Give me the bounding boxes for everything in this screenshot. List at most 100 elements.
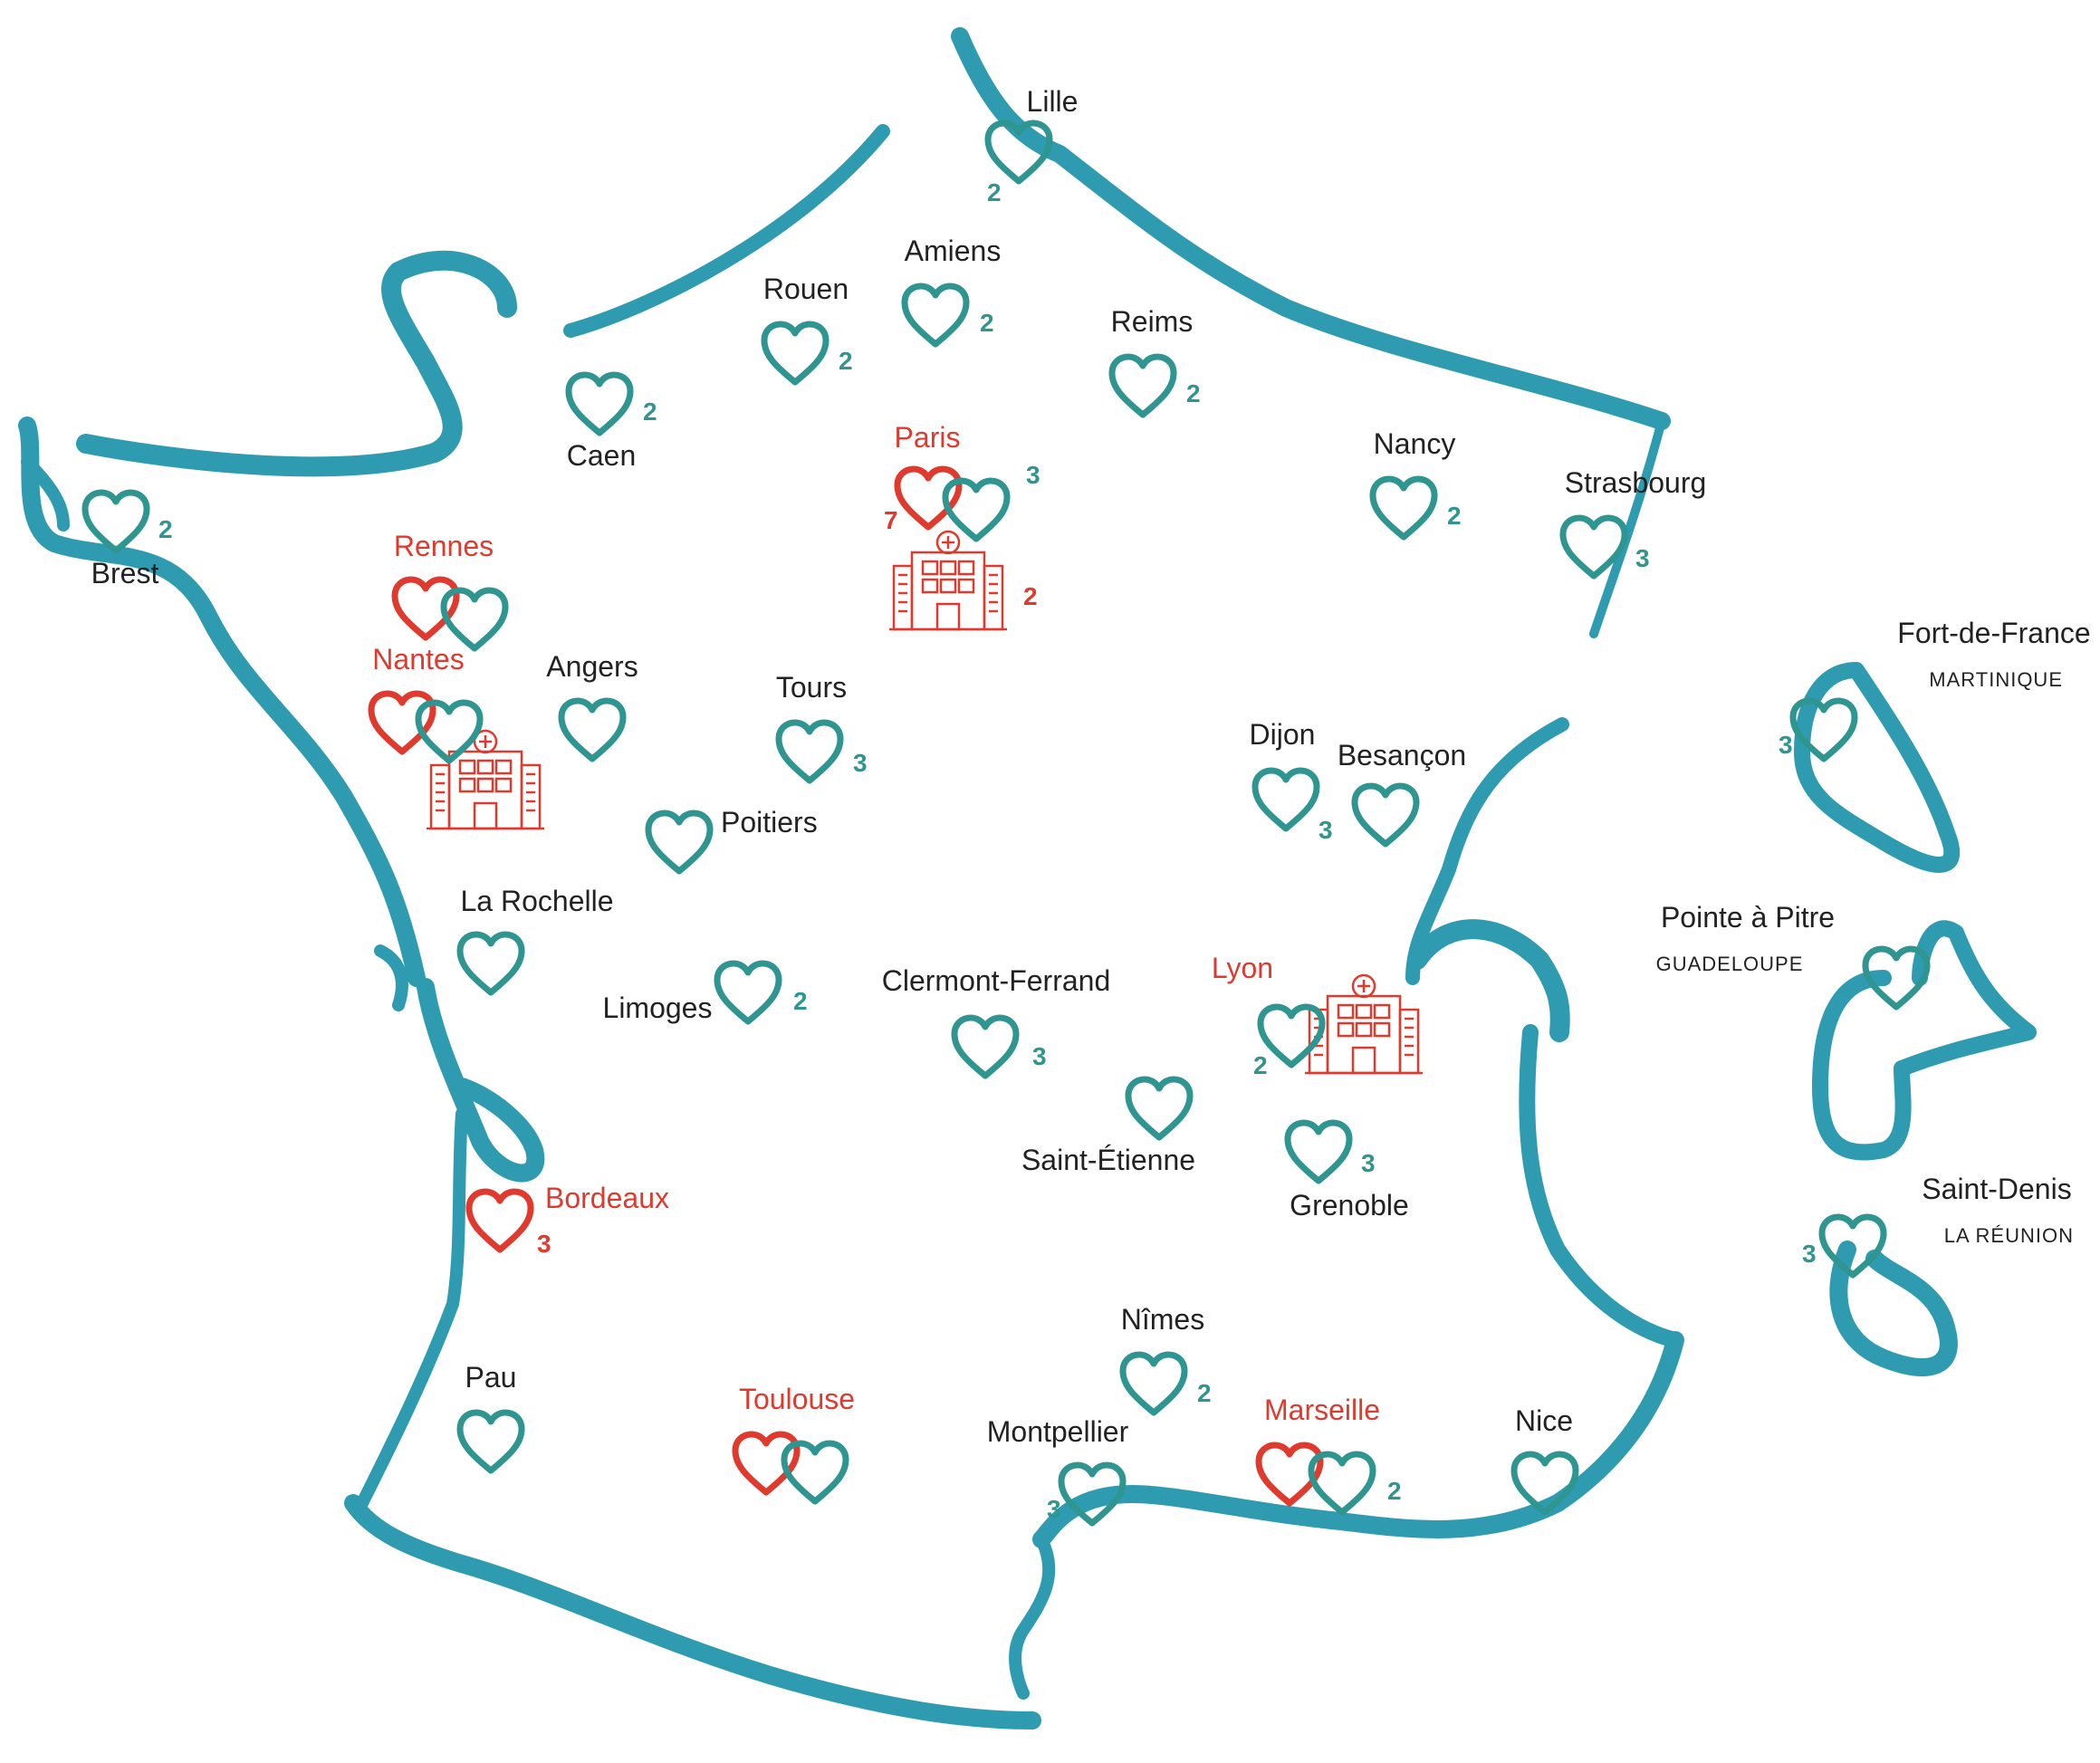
city-clermont-ferrand[interactable]: Clermont-Ferrand 3 xyxy=(882,964,1111,1076)
count-badge: 2 xyxy=(1253,1051,1268,1079)
teal-heart-icon[interactable] xyxy=(1373,479,1434,537)
region-name: LA RÉUNION xyxy=(1944,1224,2074,1247)
city-la-rochelle[interactable]: La Rochelle xyxy=(460,885,614,992)
city-strasbourg[interactable]: Strasbourg 3 xyxy=(1563,466,1706,576)
count-badge: 2 xyxy=(1197,1379,1212,1407)
city-name: Pau xyxy=(465,1361,517,1394)
teal-heart-icon[interactable] xyxy=(717,963,779,1021)
city-name: Poitiers xyxy=(721,806,818,838)
red-count-badge: 7 xyxy=(884,506,898,534)
city-name: Nantes xyxy=(372,643,464,675)
teal-heart-icon[interactable] xyxy=(561,701,623,759)
teal-heart-icon[interactable] xyxy=(764,324,826,382)
count-badge: 3 xyxy=(1047,1495,1061,1523)
teal-heart-icon[interactable] xyxy=(444,590,505,648)
city-besancon[interactable]: Besançon xyxy=(1338,739,1466,844)
city-name: Amiens xyxy=(905,235,1002,267)
count-badge: 3 xyxy=(1802,1240,1817,1268)
city-name: Caen xyxy=(567,439,637,472)
teal-heart-icon[interactable] xyxy=(954,1018,1016,1076)
city-angers[interactable]: Angers xyxy=(546,650,638,759)
city-name: Pointe à Pitre xyxy=(1661,901,1835,934)
city-nantes[interactable]: Nantes xyxy=(371,643,480,761)
teal-heart-icon[interactable] xyxy=(1112,357,1174,415)
city-name: Rouen xyxy=(763,273,849,305)
hospital-icon xyxy=(889,530,1007,631)
city-name: Paris xyxy=(895,421,961,454)
city-name: Grenoble xyxy=(1290,1189,1409,1222)
city-rennes[interactable]: Rennes xyxy=(394,530,505,648)
teal-heart-icon[interactable] xyxy=(1288,1123,1349,1181)
city-name: Saint-Denis xyxy=(1922,1173,2071,1205)
red-heart-icon[interactable] xyxy=(371,694,433,752)
count-badge: 3 xyxy=(1032,1042,1047,1070)
city-pau[interactable]: Pau xyxy=(460,1361,522,1471)
count-badge: 2 xyxy=(1447,502,1462,530)
teal-heart-icon[interactable] xyxy=(784,1443,846,1501)
red-heart-icon[interactable] xyxy=(469,1192,531,1250)
city-saint-etienne[interactable]: Saint-Étienne xyxy=(1021,1079,1195,1176)
teal-heart-icon[interactable] xyxy=(1355,786,1416,844)
city-name: Montpellier xyxy=(987,1415,1129,1448)
city-nice[interactable]: Nice xyxy=(1514,1404,1576,1512)
teal-heart-icon[interactable] xyxy=(779,723,840,781)
count-badge: 3 xyxy=(1635,544,1650,572)
city-name: Strasbourg xyxy=(1565,466,1707,499)
count-badge: 3 xyxy=(537,1230,551,1258)
city-montpellier[interactable]: Montpellier 3 xyxy=(987,1415,1129,1523)
city-name: Toulouse xyxy=(739,1383,855,1415)
city-name: Fort-de-France xyxy=(1897,617,2090,649)
city-toulouse[interactable]: Toulouse xyxy=(735,1383,855,1501)
city-name: Clermont-Ferrand xyxy=(882,964,1111,997)
guadeloupe-outline xyxy=(1812,920,2037,1161)
city-name: Tours xyxy=(776,671,847,704)
teal-heart-icon[interactable] xyxy=(460,1413,522,1471)
teal-heart-icon[interactable] xyxy=(945,481,1007,539)
teal-heart-icon[interactable] xyxy=(85,493,147,551)
city-name: Limoges xyxy=(603,992,713,1024)
city-name: Lille xyxy=(1027,85,1079,118)
red-heart-icon[interactable] xyxy=(395,580,456,637)
teal-heart-icon[interactable] xyxy=(648,813,710,871)
count-badge: 3 xyxy=(1318,816,1333,844)
teal-heart-icon[interactable] xyxy=(905,286,966,344)
teal-heart-icon[interactable] xyxy=(1261,1007,1322,1065)
france-outline xyxy=(18,27,1684,1729)
teal-heart-icon[interactable] xyxy=(460,934,522,992)
city-name: La Rochelle xyxy=(461,885,614,917)
count-badge: 3 xyxy=(1779,731,1793,759)
red-heart-icon[interactable] xyxy=(897,469,959,527)
city-name: Angers xyxy=(546,650,638,683)
teal-heart-icon[interactable] xyxy=(1123,1355,1184,1413)
hospital-count-badge: 2 xyxy=(1023,582,1038,610)
teal-heart-icon[interactable] xyxy=(1128,1079,1190,1137)
teal-heart-icon[interactable] xyxy=(569,375,630,433)
city-poitiers[interactable]: Poitiers xyxy=(648,806,818,871)
count-badge: 2 xyxy=(1387,1477,1402,1505)
count-badge: 2 xyxy=(643,398,657,426)
city-name: Besançon xyxy=(1338,739,1466,771)
city-name: Rennes xyxy=(394,530,494,562)
teal-heart-icon[interactable] xyxy=(1255,771,1317,829)
city-saint-denis[interactable]: Saint-Denis LA RÉUNION 3 xyxy=(1802,1173,2074,1275)
city-name: Reims xyxy=(1111,305,1194,338)
